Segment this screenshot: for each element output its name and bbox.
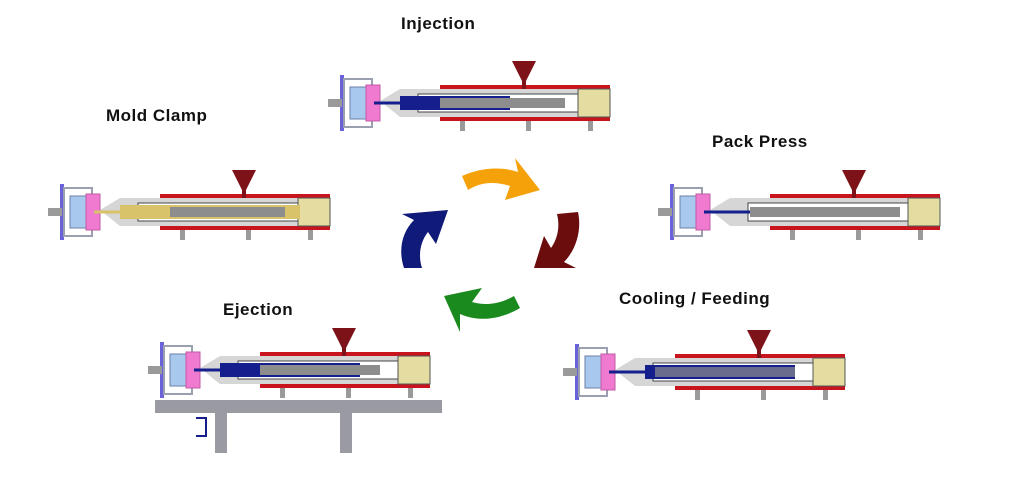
stage-label-ejection: Ejection <box>223 300 294 319</box>
ejection-base <box>155 400 442 413</box>
cooling-feeding-machine <box>562 329 846 401</box>
cycle-arrow-navy <box>401 210 448 268</box>
stage-label-pack-press: Pack Press <box>712 132 808 151</box>
stage-label-injection: Injection <box>401 14 476 33</box>
mold-clamp-machine <box>47 169 331 241</box>
ejected-part <box>196 417 207 437</box>
injection-machine <box>327 60 611 132</box>
cycle-arrow-maroon <box>534 212 580 268</box>
stage-label-mold-clamp: Mold Clamp <box>106 106 208 125</box>
pack-press-machine <box>657 169 941 241</box>
ejection-machine <box>147 327 431 399</box>
ejection-leg <box>340 413 352 453</box>
cycle-arrow-orange <box>462 158 540 200</box>
stage-label-cooling-feeding: Cooling / Feeding <box>619 289 771 308</box>
ejection-leg <box>215 413 227 453</box>
cycle-arrow-green <box>444 288 520 332</box>
